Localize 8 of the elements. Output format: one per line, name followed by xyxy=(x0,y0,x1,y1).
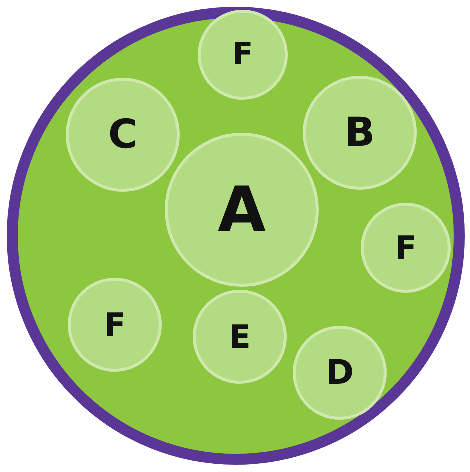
circle-label: E xyxy=(229,321,251,353)
circle-label: C xyxy=(108,115,138,155)
circle-label: F xyxy=(395,232,417,264)
circle-label: B xyxy=(344,113,376,153)
circle-label: F xyxy=(232,40,254,70)
circle-label: A xyxy=(218,179,266,241)
circle-label: D xyxy=(326,356,354,390)
circle-label: F xyxy=(104,309,126,341)
